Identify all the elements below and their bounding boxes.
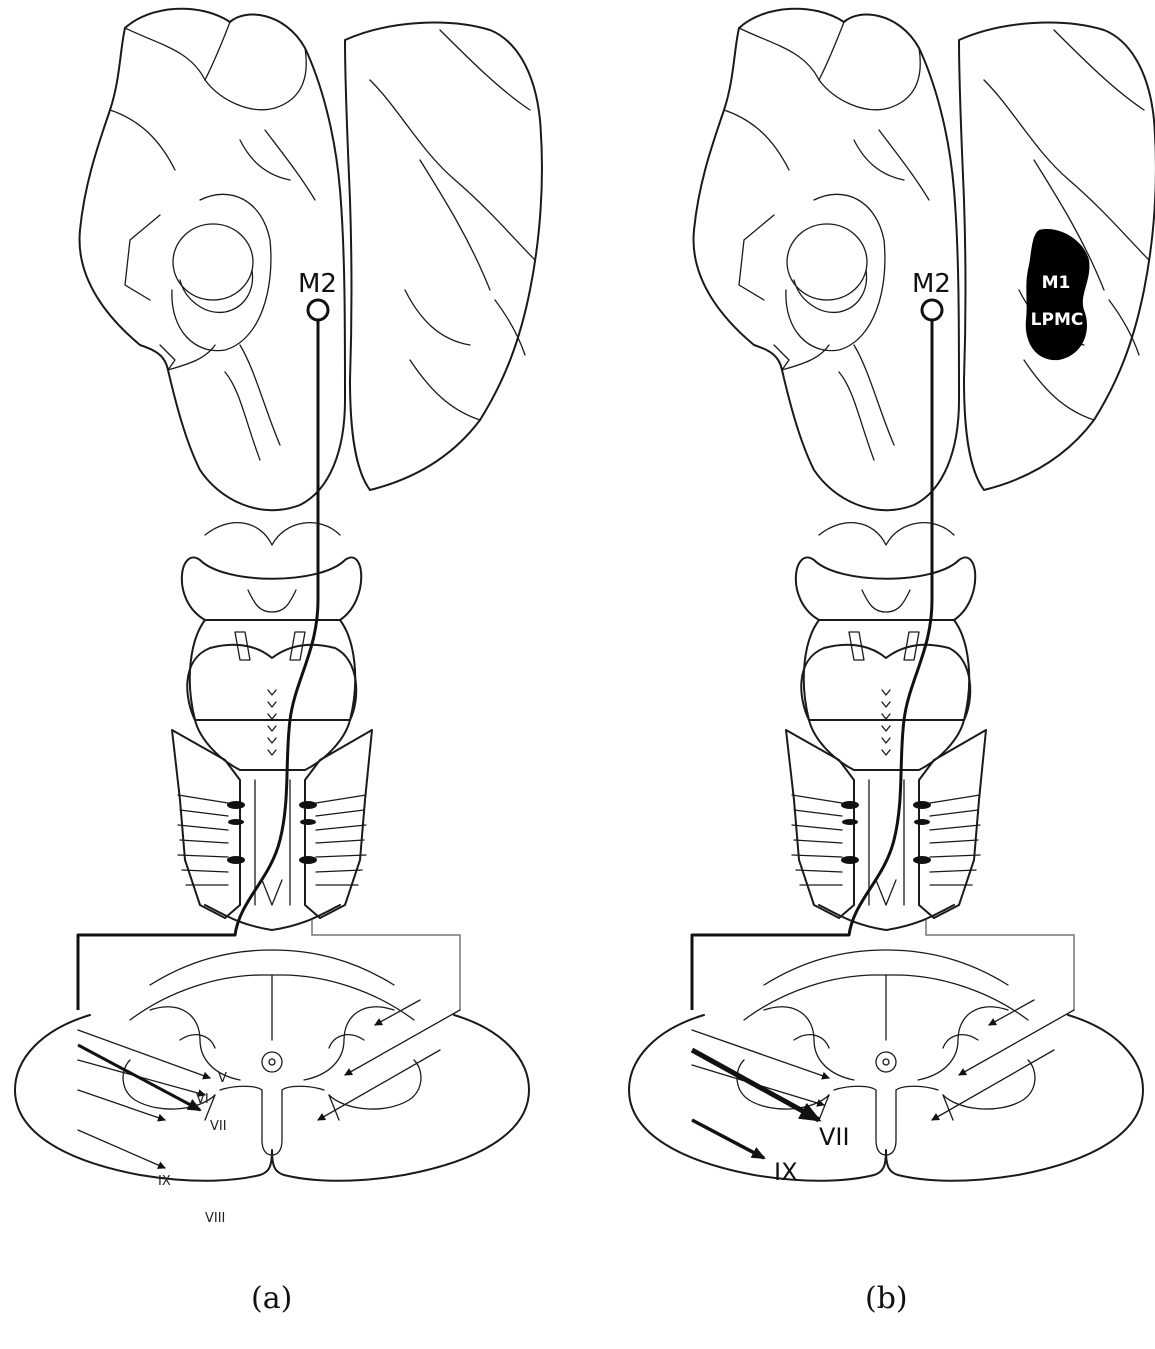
lesion-label-lpmc: LPMC <box>1031 310 1084 330</box>
lamina-label-vii: VII <box>819 1123 850 1151</box>
lamina-label-ix: IX <box>158 1174 171 1189</box>
lamina-label-v: V <box>218 1071 227 1086</box>
projection-arrow-ix <box>692 1120 764 1158</box>
projection-arrow-vii <box>692 1050 819 1120</box>
source-label-a: M2 <box>298 269 337 299</box>
projection-arrow <box>78 1090 165 1120</box>
source-label-b: M2 <box>912 269 951 299</box>
panel-caption-b: (b) <box>865 1281 908 1316</box>
lamina-label-vii: VII <box>210 1119 227 1134</box>
panel-caption-a: (a) <box>251 1281 292 1316</box>
anatomy-drawing-a <box>15 9 542 1181</box>
lesion-label-m1: M1 <box>1042 273 1071 293</box>
panel-b: M2 M1 LPMC VII IX (b) <box>629 9 1155 1316</box>
lamina-label-ix: IX <box>774 1158 798 1186</box>
panel-a: M2 V VI VII VIII IX (a) <box>15 9 542 1316</box>
projection-arrow-vii <box>78 1045 200 1110</box>
lamina-label-vi: VI <box>196 1092 209 1107</box>
anatomy-drawing-b <box>629 9 1155 1181</box>
lesion-region <box>1026 229 1090 360</box>
lamina-label-viii: VIII <box>205 1211 225 1226</box>
